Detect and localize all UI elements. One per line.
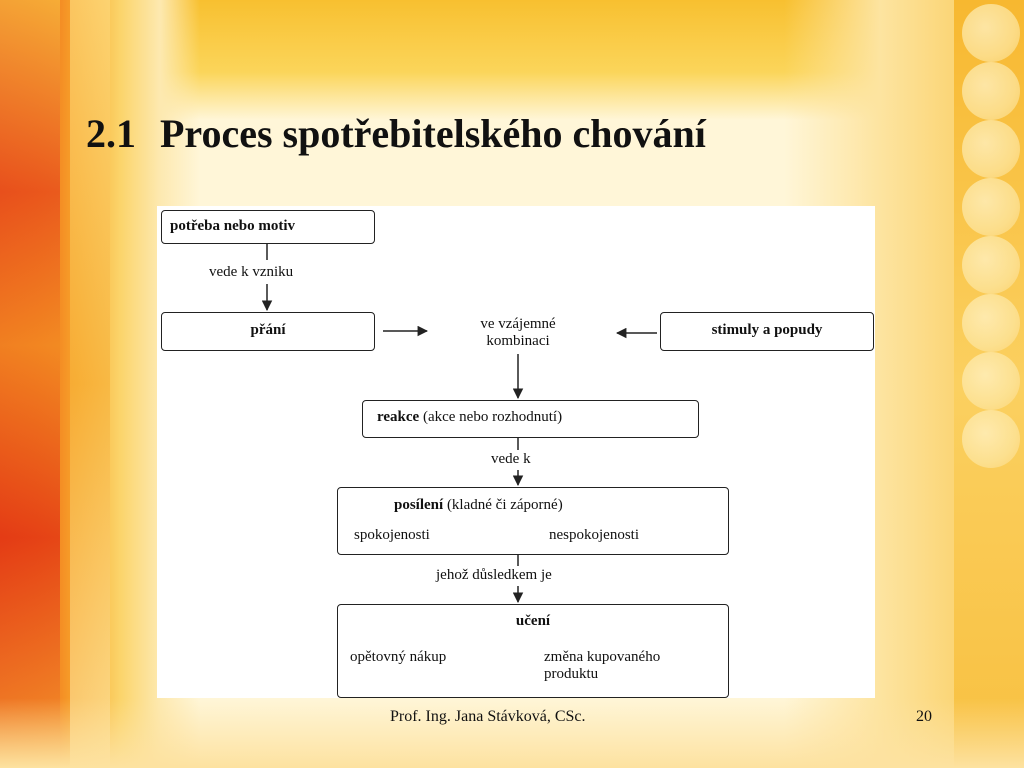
background-bottom-fade — [0, 698, 1024, 768]
combination-line-1: ve vzájemné — [480, 316, 556, 332]
reinforcement-rest: (kladné či záporné) — [443, 497, 563, 513]
decorative-circle — [962, 352, 1020, 410]
dissatisfaction-label: nespokojenosti — [549, 527, 639, 543]
decorative-circle — [962, 178, 1020, 236]
need-label: potřeba nebo motiv — [170, 218, 295, 234]
decorative-circle — [962, 294, 1020, 352]
reaction-box: reakce (akce nebo rozhodnutí) — [362, 400, 699, 438]
learning-box: učení opětovný nákup změna kupovaného pr… — [337, 604, 729, 698]
label-leads-to-origin: vede k vzniku — [209, 264, 294, 280]
decorative-circle — [962, 120, 1020, 178]
decorative-circle — [962, 4, 1020, 62]
reaction-label: reakce (akce nebo rozhodnutí) — [377, 409, 562, 426]
reaction-rest: (akce nebo rozhodnutí) — [419, 409, 563, 425]
combination-label: ve vzájemné kombinaci — [453, 316, 583, 350]
background-left-streak — [0, 0, 60, 768]
need-box: potřeba nebo motiv — [161, 210, 375, 244]
diagram-connectors — [261, 244, 657, 604]
background-left-streak-light — [70, 0, 110, 768]
footer-author: Prof. Ing. Jana Stávková, CSc. — [390, 708, 586, 725]
satisfaction-label: spokojenosti — [354, 527, 430, 543]
wish-box: přání — [161, 312, 375, 351]
diagram-panel: potřeba nebo motiv vede k vzniku přání v… — [157, 206, 875, 698]
combination-line-2: kombinaci — [486, 333, 550, 349]
wish-label: přání — [250, 322, 286, 338]
slide-title: 2.1 Proces spotřebitelského chování — [86, 110, 706, 157]
change-label: změna kupovaného produktu — [544, 649, 660, 683]
repeat-purchase-label: opětovný nákup — [350, 649, 447, 665]
label-consequence: jehož důsledkem je — [436, 567, 552, 583]
reinforcement-box: posílení (kladné či záporné) spokojenost… — [337, 487, 729, 555]
section-number: 2.1 — [86, 111, 136, 156]
title-text: Proces spotřebitelského chování — [160, 111, 706, 156]
page-number: 20 — [916, 708, 932, 725]
reaction-bold: reakce — [377, 409, 420, 425]
learning-label: učení — [515, 613, 551, 629]
reinforcement-label: posílení (kladné či záporné) — [394, 497, 563, 514]
stimuli-label: stimuly a popudy — [711, 322, 823, 338]
change-line-2: produktu — [544, 666, 599, 682]
decorative-circle — [962, 62, 1020, 120]
decorative-circle — [962, 410, 1020, 468]
label-leads-to: vede k — [491, 451, 531, 467]
reinforcement-bold: posílení — [394, 497, 444, 513]
decorative-circle — [962, 236, 1020, 294]
change-line-1: změna kupovaného — [544, 649, 661, 665]
stimuli-box: stimuly a popudy — [660, 312, 874, 351]
